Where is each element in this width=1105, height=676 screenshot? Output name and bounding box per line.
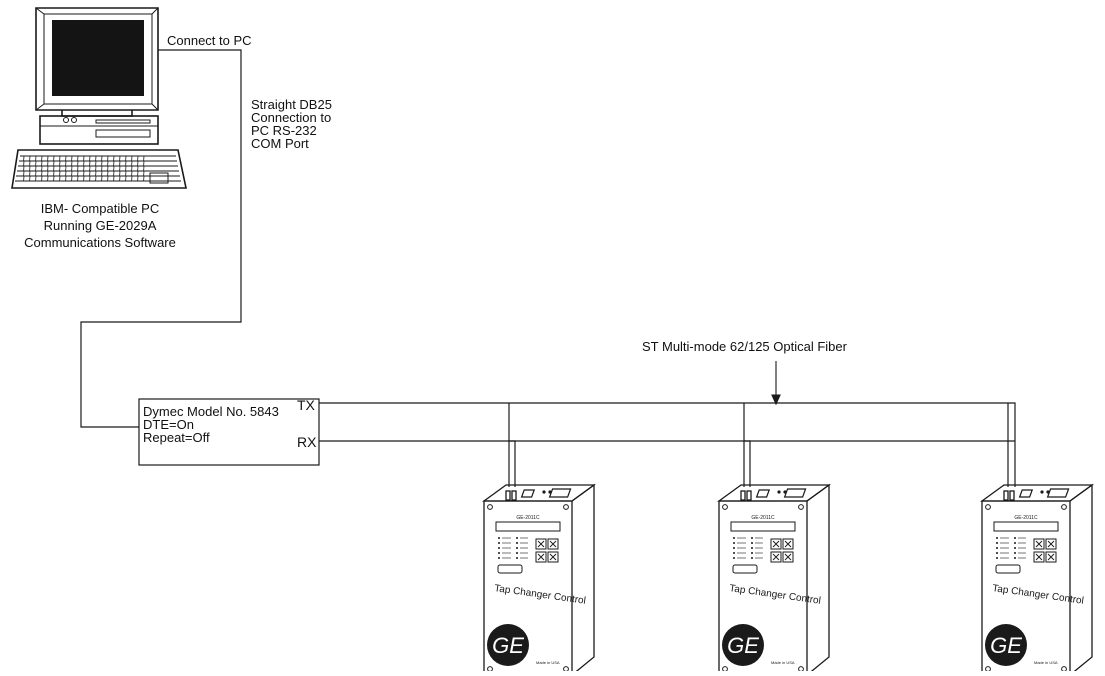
unit-made-in: Made in USA <box>536 660 560 665</box>
pc-line-2: Running GE-2029A <box>0 217 200 234</box>
pc-icon <box>12 8 186 188</box>
fiber-label: ST Multi-mode 62/125 Optical Fiber <box>642 340 847 353</box>
rx-label: RX <box>297 436 316 449</box>
unit-made-in: Made in USA <box>771 660 795 665</box>
tx-label: TX <box>297 399 315 412</box>
unit-logo-text: GE <box>990 633 1022 658</box>
pc-line-1: IBM- Compatible PC <box>0 200 200 217</box>
unit-display <box>731 522 795 531</box>
unit-made-in: Made in USA <box>1034 660 1058 665</box>
unit-model-label: GE-2011C <box>516 515 540 521</box>
cable-description: Straight DB25 Connection to PC RS-232 CO… <box>251 98 332 150</box>
unit-model-label: GE-2011C <box>751 515 775 521</box>
unit-logo-text: GE <box>727 633 759 658</box>
connect-to-pc-label: Connect to PC <box>167 34 252 47</box>
tx-fiber-line <box>319 403 1015 487</box>
pc-line-3: Communications Software <box>0 234 200 251</box>
unit-display <box>994 522 1058 531</box>
unit-display <box>496 522 560 531</box>
modem-repeat: Repeat=Off <box>143 431 210 444</box>
pc-caption: IBM- Compatible PC Running GE-2029A Comm… <box>0 200 200 251</box>
cable-line-4: COM Port <box>251 137 332 150</box>
unit-model-label: GE-2011C <box>1014 515 1038 521</box>
rx-fiber-line <box>319 441 1015 487</box>
fiber-pointer-arrow <box>772 361 780 404</box>
unit-logo-text: GE <box>492 633 524 658</box>
